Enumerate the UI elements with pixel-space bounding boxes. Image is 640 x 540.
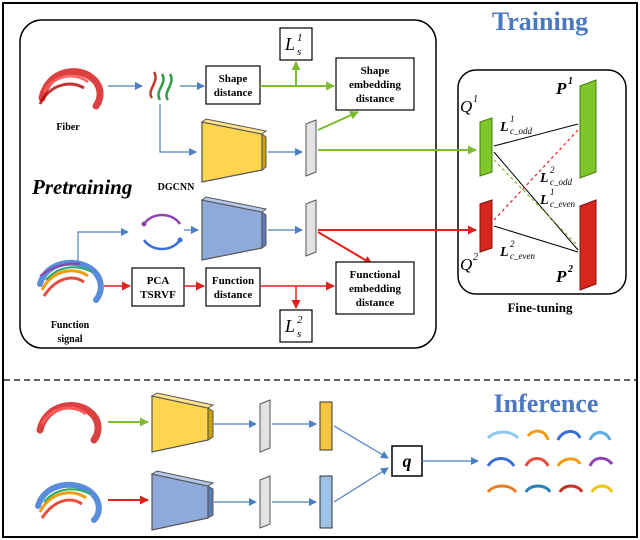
function-signal-image [37, 259, 104, 303]
training-title: Training [492, 7, 588, 36]
lc2-odd-sub: c_odd [550, 177, 572, 187]
q1-p2-link [493, 151, 579, 251]
inf-shape-embedding-vector [259, 399, 271, 453]
function-embedding-vector [305, 199, 317, 257]
inf-shape-encoder-side [207, 407, 214, 441]
pca-tsrvf-box [131, 267, 185, 307]
shape-encoder-top [200, 118, 268, 135]
p2-bar [579, 199, 597, 291]
ls1-symbol: L [284, 34, 295, 54]
shape-embedding-vector [305, 119, 317, 177]
ls1-sup: 1 [297, 32, 303, 44]
p2-symbol: P [555, 267, 567, 286]
tsrvf-label: TSRVF [140, 289, 176, 301]
arrow-curves-to-encoder [159, 104, 197, 156]
function-encoder-top [200, 196, 268, 213]
lc2-even-symbol: L [499, 245, 509, 260]
lc1-even-sup: 1 [550, 187, 555, 197]
dgcnn-label: DGCNN [158, 182, 195, 193]
fine-tuning-box [457, 69, 627, 295]
function-encoder-side [261, 211, 267, 249]
ls2-symbol: L [284, 316, 295, 336]
lc2-even-sup: 2 [510, 239, 515, 249]
inf-arrow-projection-to-q-2 [333, 467, 389, 503]
lc1-even-symbol: L [539, 193, 549, 208]
shape-distance-label-2: distance [214, 87, 253, 99]
cluster-thumbnails [486, 429, 614, 494]
inf-shape-projection [319, 401, 333, 451]
arrow-shape-embedding-to-distance [317, 111, 359, 131]
q2-p1-dashed-link [493, 129, 579, 221]
p1-symbol: P [555, 79, 567, 98]
function-distance-label-2: distance [214, 289, 253, 301]
q2-symbol: Q [460, 255, 472, 274]
shape-embedding-distance-box [335, 57, 415, 111]
arrow-function-embedding-to-distance [317, 231, 373, 265]
functional-embedding-distance-box [335, 261, 415, 315]
q1-bar [479, 117, 493, 177]
fiber-curves-icon [149, 71, 173, 101]
q1-q2-dashed-link [493, 159, 579, 247]
shape-distance-label-1: Shape [219, 73, 248, 85]
q1-sup: 1 [473, 94, 478, 105]
p2-sup: 2 [567, 264, 573, 275]
arrow-function-to-curve-icon [77, 228, 129, 262]
inference-title: Inference [494, 389, 599, 418]
functional-embedding-label-1: Functional [350, 269, 401, 281]
inference-fiber-image [36, 402, 102, 444]
lc1-odd-sup: 1 [510, 114, 515, 124]
inf-function-encoder-top [150, 470, 215, 487]
lc2-even-sub: c_even [510, 251, 535, 261]
ls1-sub: s [297, 46, 301, 58]
q-node-label: q [403, 451, 412, 471]
functional-embedding-label-3: distance [356, 297, 395, 309]
q2-sup: 2 [473, 252, 478, 263]
inf-function-embedding-vector [259, 475, 271, 529]
q1-symbol: Q [460, 97, 472, 116]
shape-encoder-side [261, 133, 267, 171]
ls2-sup: 2 [297, 314, 303, 326]
function-curves-icon [141, 213, 183, 251]
ls1-box [279, 27, 313, 61]
ls2-box [279, 309, 313, 343]
functional-embedding-label-2: embedding [349, 283, 401, 295]
p1-bar [579, 79, 597, 179]
function-distance-label-1: Function [212, 275, 254, 287]
function-distance-box [205, 267, 261, 307]
lc2-odd-sup: 2 [550, 165, 555, 175]
inf-function-projection [319, 475, 333, 529]
q-node-box [391, 445, 423, 477]
pca-label: PCA [147, 275, 170, 287]
shape-embedding-label-3: distance [356, 93, 395, 105]
p1-sup: 1 [568, 76, 573, 87]
lc1-odd-symbol: L [499, 120, 509, 135]
function-signal-label-2: signal [57, 334, 82, 345]
lc2-odd-symbol: L [539, 171, 549, 186]
pretraining-box [19, 19, 437, 349]
ls2-sub: s [297, 328, 301, 340]
function-signal-label-1: Function [51, 320, 90, 331]
q1-p1-link [493, 123, 579, 147]
inf-shape-encoder-top [150, 392, 215, 409]
shape-embedding-label-2: embedding [349, 79, 401, 91]
inf-function-encoder-side [207, 485, 214, 519]
pretraining-title: Pretraining [31, 175, 132, 199]
fiber-image [38, 68, 104, 110]
q2-bar [479, 199, 493, 253]
lc1-odd-sub: c_odd [510, 126, 532, 136]
q2-p2-link [493, 225, 579, 253]
lc1-even-sub: c_even [550, 199, 575, 209]
fiber-label: Fiber [56, 122, 80, 133]
inf-arrow-projection-to-q-1 [333, 425, 389, 459]
shape-embedding-label-1: Shape [361, 65, 390, 77]
inference-function-image [35, 481, 102, 523]
fine-tuning-title: Fine-tuning [507, 300, 573, 315]
